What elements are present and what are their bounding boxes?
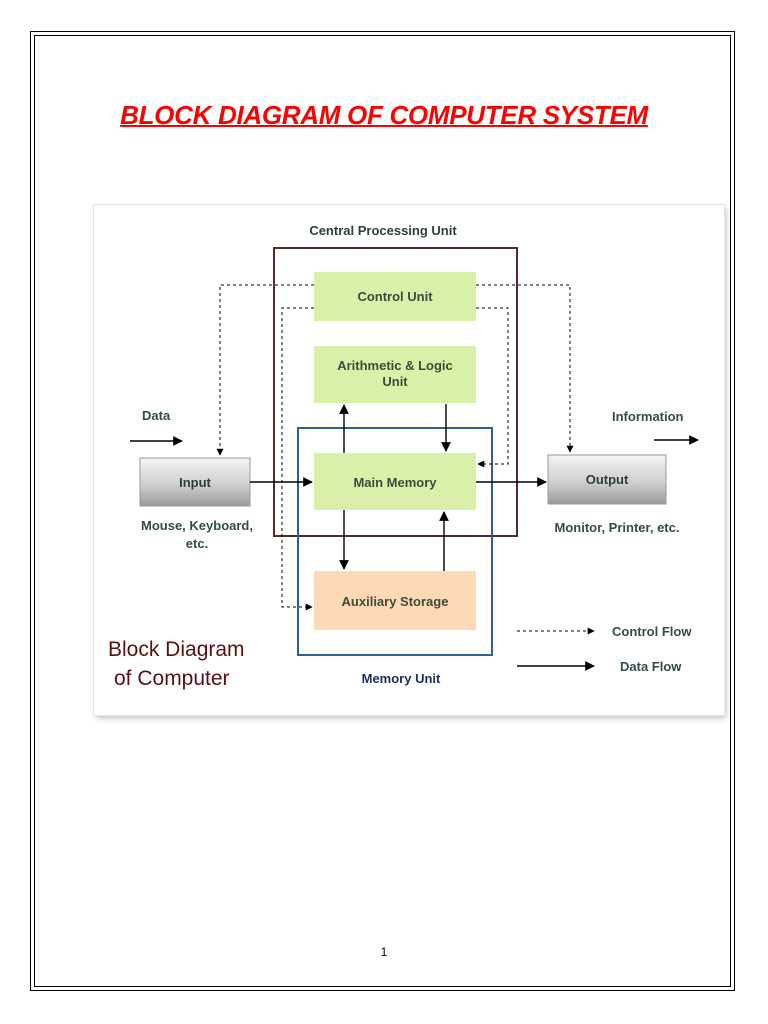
control-unit-block	[314, 272, 476, 321]
memory-unit-border	[297, 427, 493, 656]
cpu-border	[273, 247, 518, 537]
cpu-label: Central Processing Unit	[309, 223, 457, 238]
auxiliary-storage-block	[314, 571, 476, 630]
control-to-input	[216, 284, 314, 456]
main-memory-block	[314, 453, 476, 510]
legend-control-flow-label: Control Flow	[612, 624, 692, 639]
page-number: 1	[380, 945, 388, 959]
output-label: Output	[586, 472, 629, 487]
input-label: Input	[179, 475, 211, 490]
control-unit-label: Control Unit	[357, 289, 433, 304]
legend-data-flow-label: Data Flow	[620, 659, 682, 674]
input-devices-line1: Mouse, Keyboard,	[141, 518, 253, 533]
output-block	[547, 454, 667, 505]
caption-line2: of Computer	[114, 667, 230, 690]
control-to-output	[476, 284, 574, 453]
page-title: BLOCK DIAGRAM OF COMPUTER SYSTEM	[120, 100, 648, 130]
input-block	[139, 457, 251, 507]
information-label: Information	[612, 409, 684, 424]
caption-line1: Block Diagram	[108, 638, 245, 661]
alu-block	[314, 346, 476, 403]
output-devices-label: Monitor, Printer, etc.	[555, 520, 680, 535]
control-to-auxiliary-storage	[281, 307, 314, 611]
control-flow-arrows	[216, 284, 574, 611]
memory-unit-label: Memory Unit	[362, 671, 441, 686]
block-diagram: Central Processing Unit Memory Unit Cont…	[108, 223, 699, 690]
page-border-outer	[30, 31, 735, 991]
alu-label-line2: Unit	[382, 374, 408, 389]
data-label: Data	[142, 408, 171, 423]
control-to-main-memory	[476, 307, 509, 468]
page-border-inner	[34, 35, 731, 987]
auxiliary-storage-label: Auxiliary Storage	[342, 594, 449, 609]
alu-label-line1: Arithmetic & Logic	[337, 358, 453, 373]
data-flow-arrows	[130, 404, 699, 571]
diagram-card: Central Processing Unit Memory Unit Cont…	[94, 205, 724, 715]
main-memory-label: Main Memory	[353, 475, 437, 490]
input-devices-line2: etc.	[186, 536, 208, 551]
